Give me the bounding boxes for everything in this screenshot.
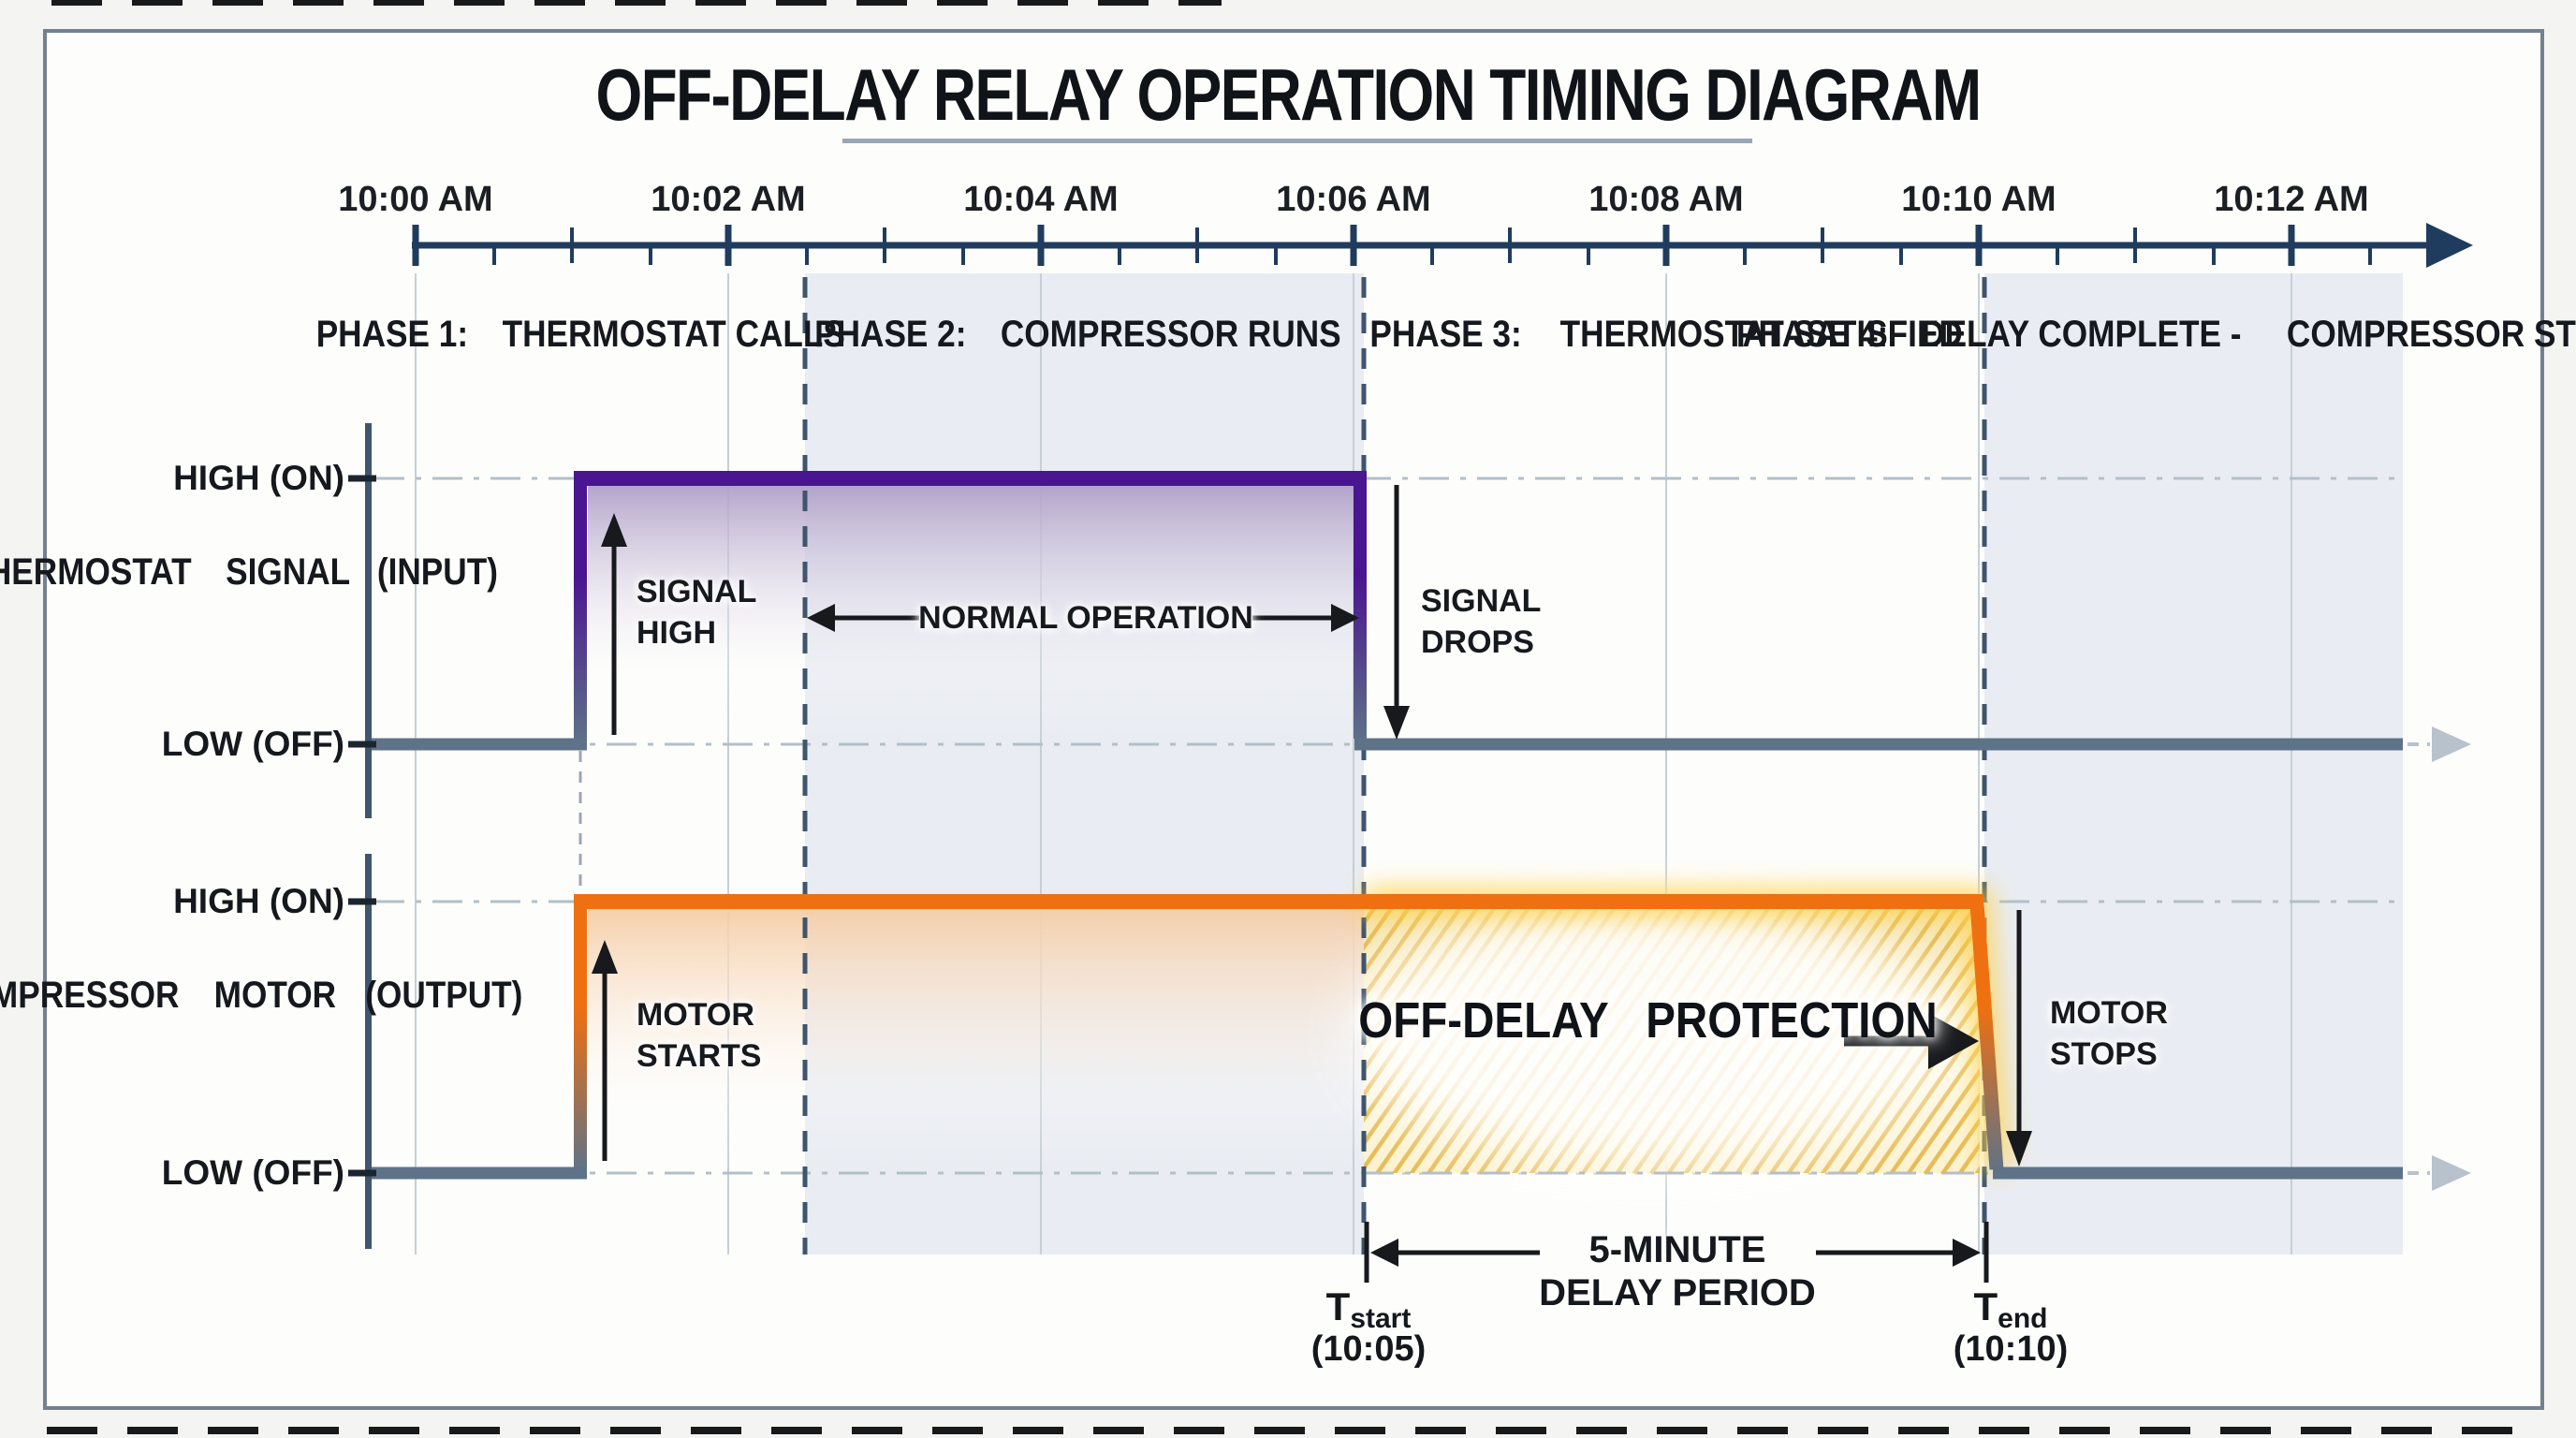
time-axis	[412, 223, 2473, 268]
motor-starts-arrow	[592, 940, 618, 1161]
compressor-trace	[371, 894, 2471, 1191]
thermostat-low-label: LOW (OFF)	[161, 725, 344, 763]
motor-stops-arrow	[2006, 910, 2032, 1167]
signal-high-arrow	[601, 513, 627, 735]
off-delay-hatch-zone	[1353, 899, 1980, 1175]
phase-boundaries	[802, 277, 1987, 1255]
time-label-1000: 10:00 AM	[338, 180, 493, 219]
time-label-1006: 10:06 AM	[1276, 180, 1431, 219]
normal-operation-annotation: NORMAL OPERATION	[918, 600, 1253, 636]
compressor-high-label: HIGH (ON)	[173, 882, 344, 920]
phase2-label: PHASE 2:COMPRESSOR RUNS	[814, 314, 1341, 355]
t-end-label: Tend	[1973, 1284, 2048, 1334]
t-start-label: Tstart	[1325, 1284, 1412, 1334]
phase3-label: PHASE 3:THERMOSTAT SATISFIED	[1369, 314, 1963, 355]
t-end-time: (10:10)	[1953, 1329, 2069, 1369]
phase4-label: PHASE 4:DELAY COMPLETE -COMPRESSOR STOPS	[1735, 314, 2576, 355]
t-start-time: (10:05)	[1310, 1329, 1427, 1369]
time-label-1008: 10:08 AM	[1588, 180, 1744, 219]
signal-drops-arrow	[1383, 485, 1410, 740]
bottom-edge-dashes	[47, 1427, 2537, 1434]
compressor-low-label: LOW (OFF)	[161, 1153, 344, 1192]
title-underline	[842, 139, 1752, 143]
time-label-1002: 10:02 AM	[651, 180, 806, 219]
top-edge-dashes	[51, 0, 1222, 6]
compressor-motor-label: COMPRESSOR MOTOR (OUTPUT)	[0, 975, 523, 1016]
time-label-1004: 10:04 AM	[963, 180, 1119, 219]
delay-period-arrow	[1364, 1222, 1989, 1283]
phase1-label: PHASE 1:THERMOSTAT CALLS	[315, 314, 845, 355]
signal-axes	[348, 423, 376, 1249]
thermostat-trace	[371, 471, 2471, 762]
thermostat-high-label: HIGH (ON)	[173, 459, 344, 497]
normal-operation-arrow	[807, 604, 1359, 632]
thermostat-pulse-fill	[588, 486, 1360, 742]
off-delay-arrow	[1844, 1013, 1979, 1069]
phase4-shading	[1984, 273, 2403, 1255]
annotation-arrows	[592, 485, 2032, 1283]
thermostat-signal-label: THERMOSTAT SIGNAL (INPUT)	[0, 551, 499, 593]
compressor-pulse-fill	[588, 908, 1364, 1171]
time-label-1012: 10:12 AM	[2214, 180, 2369, 219]
page-title: OFF-DELAY RELAY OPERATION TIMING DIAGRAM	[595, 53, 1982, 136]
time-label-1010: 10:10 AM	[1901, 180, 2056, 219]
